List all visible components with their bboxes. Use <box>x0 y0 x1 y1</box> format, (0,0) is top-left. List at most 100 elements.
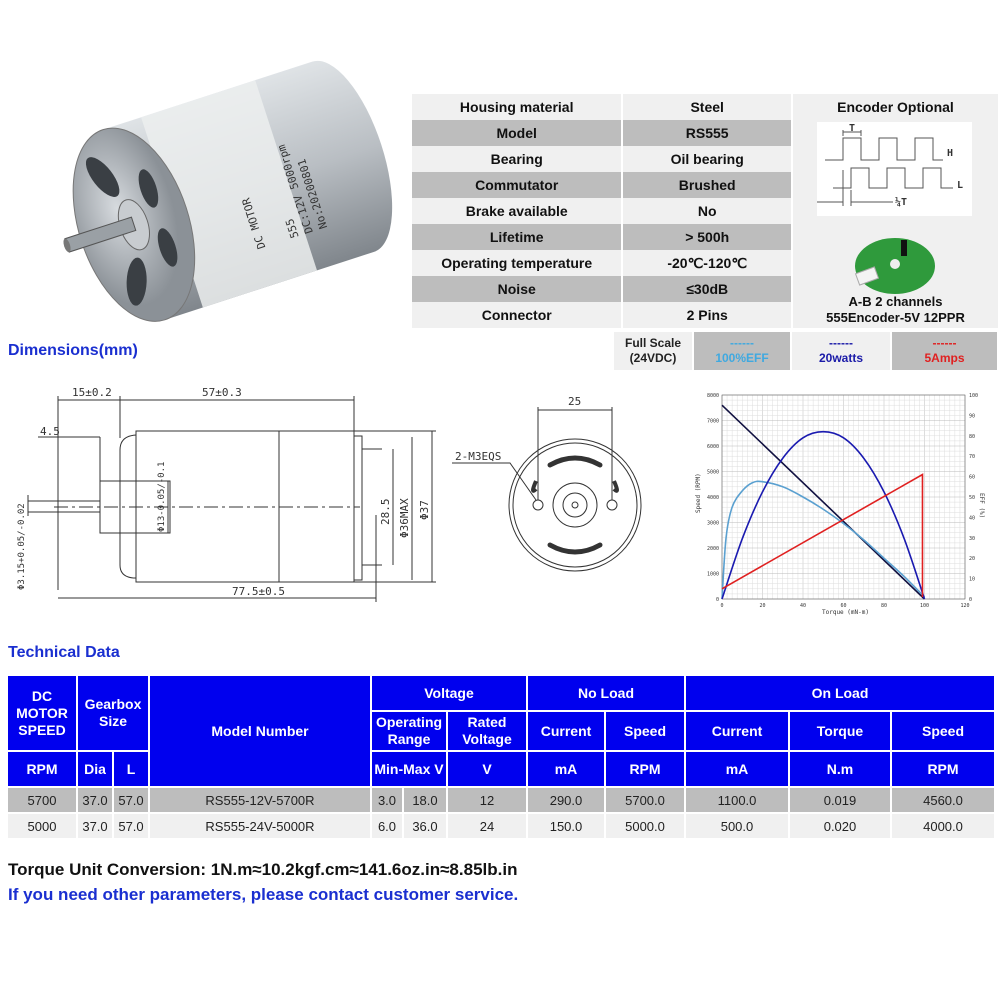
y-tick-label: 3000 <box>707 521 719 527</box>
y2-tick-label: 100 <box>969 393 978 399</box>
unit-dia: Dia <box>78 752 112 786</box>
encoder-pcb-image <box>855 238 936 294</box>
cell: 12 <box>448 788 526 812</box>
legend-text: 5Amps <box>924 351 965 365</box>
spec-label: Noise <box>412 276 622 302</box>
header-no-load: No Load <box>528 676 684 710</box>
y2-tick-label: 70 <box>969 454 975 460</box>
cell: 0.019 <box>790 788 890 812</box>
series-efficiency-line <box>721 480 926 600</box>
x-tick-label: 0 <box>720 603 723 609</box>
spec-label: Bearing <box>412 146 622 172</box>
cell: 150.0 <box>528 814 604 838</box>
header-onload-current: Current <box>686 712 788 750</box>
spec-value: Brushed <box>623 172 791 198</box>
spec-value: No <box>623 198 791 224</box>
phase-label: ¼T <box>895 196 907 208</box>
y2-tick-label: 0 <box>969 597 972 603</box>
cell: 36.0 <box>403 814 446 838</box>
full-scale-line: (24VDC) <box>629 351 677 365</box>
cell: RS555-24V-5000R <box>150 814 370 838</box>
cell: 24 <box>448 814 526 838</box>
spec-value: RS555 <box>623 120 791 146</box>
header-gearbox: Gearbox Size <box>78 676 148 750</box>
cell: 0.020 <box>790 814 890 838</box>
header-speed: DC MOTOR SPEED <box>8 676 76 750</box>
cell: 4000.0 <box>892 814 994 838</box>
cell: 500.0 <box>686 814 788 838</box>
cell: 5700 <box>8 788 76 812</box>
x-axis-label: Torque (mN-m) <box>822 609 869 616</box>
dim-boss: 4.5 <box>40 425 60 438</box>
legend-text: 20watts <box>818 351 864 365</box>
dim-total-length: 77.5±0.5 <box>232 585 285 598</box>
dim-boss-dia: Φ13-0.05/-0.1 <box>157 462 167 532</box>
spec-value: ≤30dB <box>623 276 791 302</box>
unit-min-max-v: Min-Max V <box>372 752 446 786</box>
x-tick-label: 40 <box>800 603 806 609</box>
unit-rpm: RPM <box>892 752 994 786</box>
dimensions-title: Dimensions(mm) <box>8 342 138 359</box>
y2-axis-label: EFF (%) <box>978 493 985 518</box>
encoder-waveform: T H L ¼T <box>792 120 998 224</box>
x-tick-label: 120 <box>960 603 969 609</box>
unit-nm: N.m <box>790 752 890 786</box>
x-tick-label: 100 <box>920 603 929 609</box>
period-label: T <box>849 123 855 134</box>
y-tick-label: 0 <box>716 597 719 603</box>
low-label: L <box>957 180 963 191</box>
spec-value: Steel <box>623 94 791 120</box>
encoder-desc-2: 555Encoder-5V 12PPR <box>826 310 965 325</box>
technical-data-title: Technical Data <box>8 644 120 661</box>
motor-label-line: 555 <box>283 217 302 240</box>
dim-hole-spacing: 25 <box>568 395 581 408</box>
header-on-load: On Load <box>686 676 994 710</box>
spec-label: Brake available <box>412 198 622 224</box>
spec-value: Oil bearing <box>623 146 791 172</box>
y-tick-label: 2000 <box>707 546 719 552</box>
full-scale-line: Full Scale <box>624 336 682 350</box>
y2-tick-label: 40 <box>969 515 975 521</box>
y2-tick-label: 90 <box>969 413 975 419</box>
contact-note: If you need other parameters, please con… <box>8 885 519 904</box>
series-speed-line <box>721 404 926 600</box>
y-tick-label: 5000 <box>707 470 719 476</box>
y-tick-label: 8000 <box>707 393 719 399</box>
series-power-line <box>721 430 926 600</box>
high-label: H <box>947 148 953 159</box>
cell: 37.0 <box>78 814 112 838</box>
cell: 5700.0 <box>606 788 684 812</box>
header-voltage: Voltage <box>372 676 526 710</box>
unit-rpm: RPM <box>606 752 684 786</box>
spec-label: Housing material <box>412 94 622 120</box>
y-tick-label: 4000 <box>707 495 719 501</box>
spec-value: 2 Pins <box>623 302 791 328</box>
cell: 4560.0 <box>892 788 994 812</box>
cell: 290.0 <box>528 788 604 812</box>
series-current-line <box>721 473 924 597</box>
dim-shaft-length: 15±0.2 <box>72 386 112 399</box>
legend-text: 100%EFF <box>715 351 769 365</box>
x-tick-label: 60 <box>840 603 846 609</box>
y2-tick-label: 20 <box>969 556 975 562</box>
spec-label: Model <box>412 120 622 146</box>
unit-l: L <box>114 752 148 786</box>
dim-terminal-spacing: 28.5 <box>379 499 392 526</box>
spec-label: Connector <box>412 302 622 328</box>
dim-max-dia: Φ36MAX <box>398 498 411 538</box>
unit-v: V <box>448 752 526 786</box>
y2-tick-label: 60 <box>969 475 975 481</box>
x-tick-label: 20 <box>759 603 765 609</box>
full-scale-label: Full Scale(24VDC) <box>614 332 692 370</box>
legend-dash: ------ <box>730 336 754 350</box>
y-axis-label: Speed (RPM) <box>695 473 702 513</box>
legend-dash: ------ <box>829 336 853 350</box>
unit-ma: mA <box>686 752 788 786</box>
spec-label: Commutator <box>412 172 622 198</box>
legend-power: ------20watts <box>792 332 890 370</box>
dim-body-length: 57±0.3 <box>202 386 242 399</box>
torque-conversion-note: Torque Unit Conversion: 1N.m≈10.2kgf.cm≈… <box>8 860 518 879</box>
y2-tick-label: 50 <box>969 495 975 501</box>
